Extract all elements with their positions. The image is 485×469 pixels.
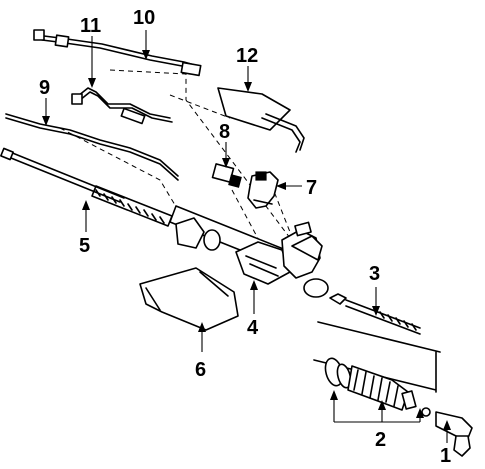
callout-6: 6 (195, 359, 206, 381)
fitting (211, 163, 242, 188)
inner-tie-rod-long (0, 147, 173, 227)
heat-shield (217, 87, 305, 153)
valve-body (247, 171, 279, 209)
callout-10: 10 (133, 7, 155, 29)
callout-5: 5 (79, 235, 90, 257)
return-line (5, 113, 179, 181)
rack-housing (169, 205, 329, 298)
callout-1: 1 (440, 445, 451, 467)
tie-rod-outer (329, 293, 421, 335)
tie-rod-end (435, 411, 473, 457)
pressure-line-upper (33, 29, 202, 77)
boot-kit (324, 357, 431, 417)
callout-7: 7 (306, 177, 317, 199)
leader-lines (42, 30, 451, 443)
pressure-line-lower (71, 87, 173, 125)
callout-4: 4 (247, 317, 259, 339)
callout-9: 9 (39, 77, 50, 99)
callout-12: 12 (236, 45, 258, 67)
callout-8: 8 (219, 121, 230, 143)
skid-plate (139, 267, 239, 331)
callout-2: 2 (375, 429, 386, 451)
callout-3: 3 (369, 263, 380, 285)
callout-11: 11 (80, 15, 101, 37)
